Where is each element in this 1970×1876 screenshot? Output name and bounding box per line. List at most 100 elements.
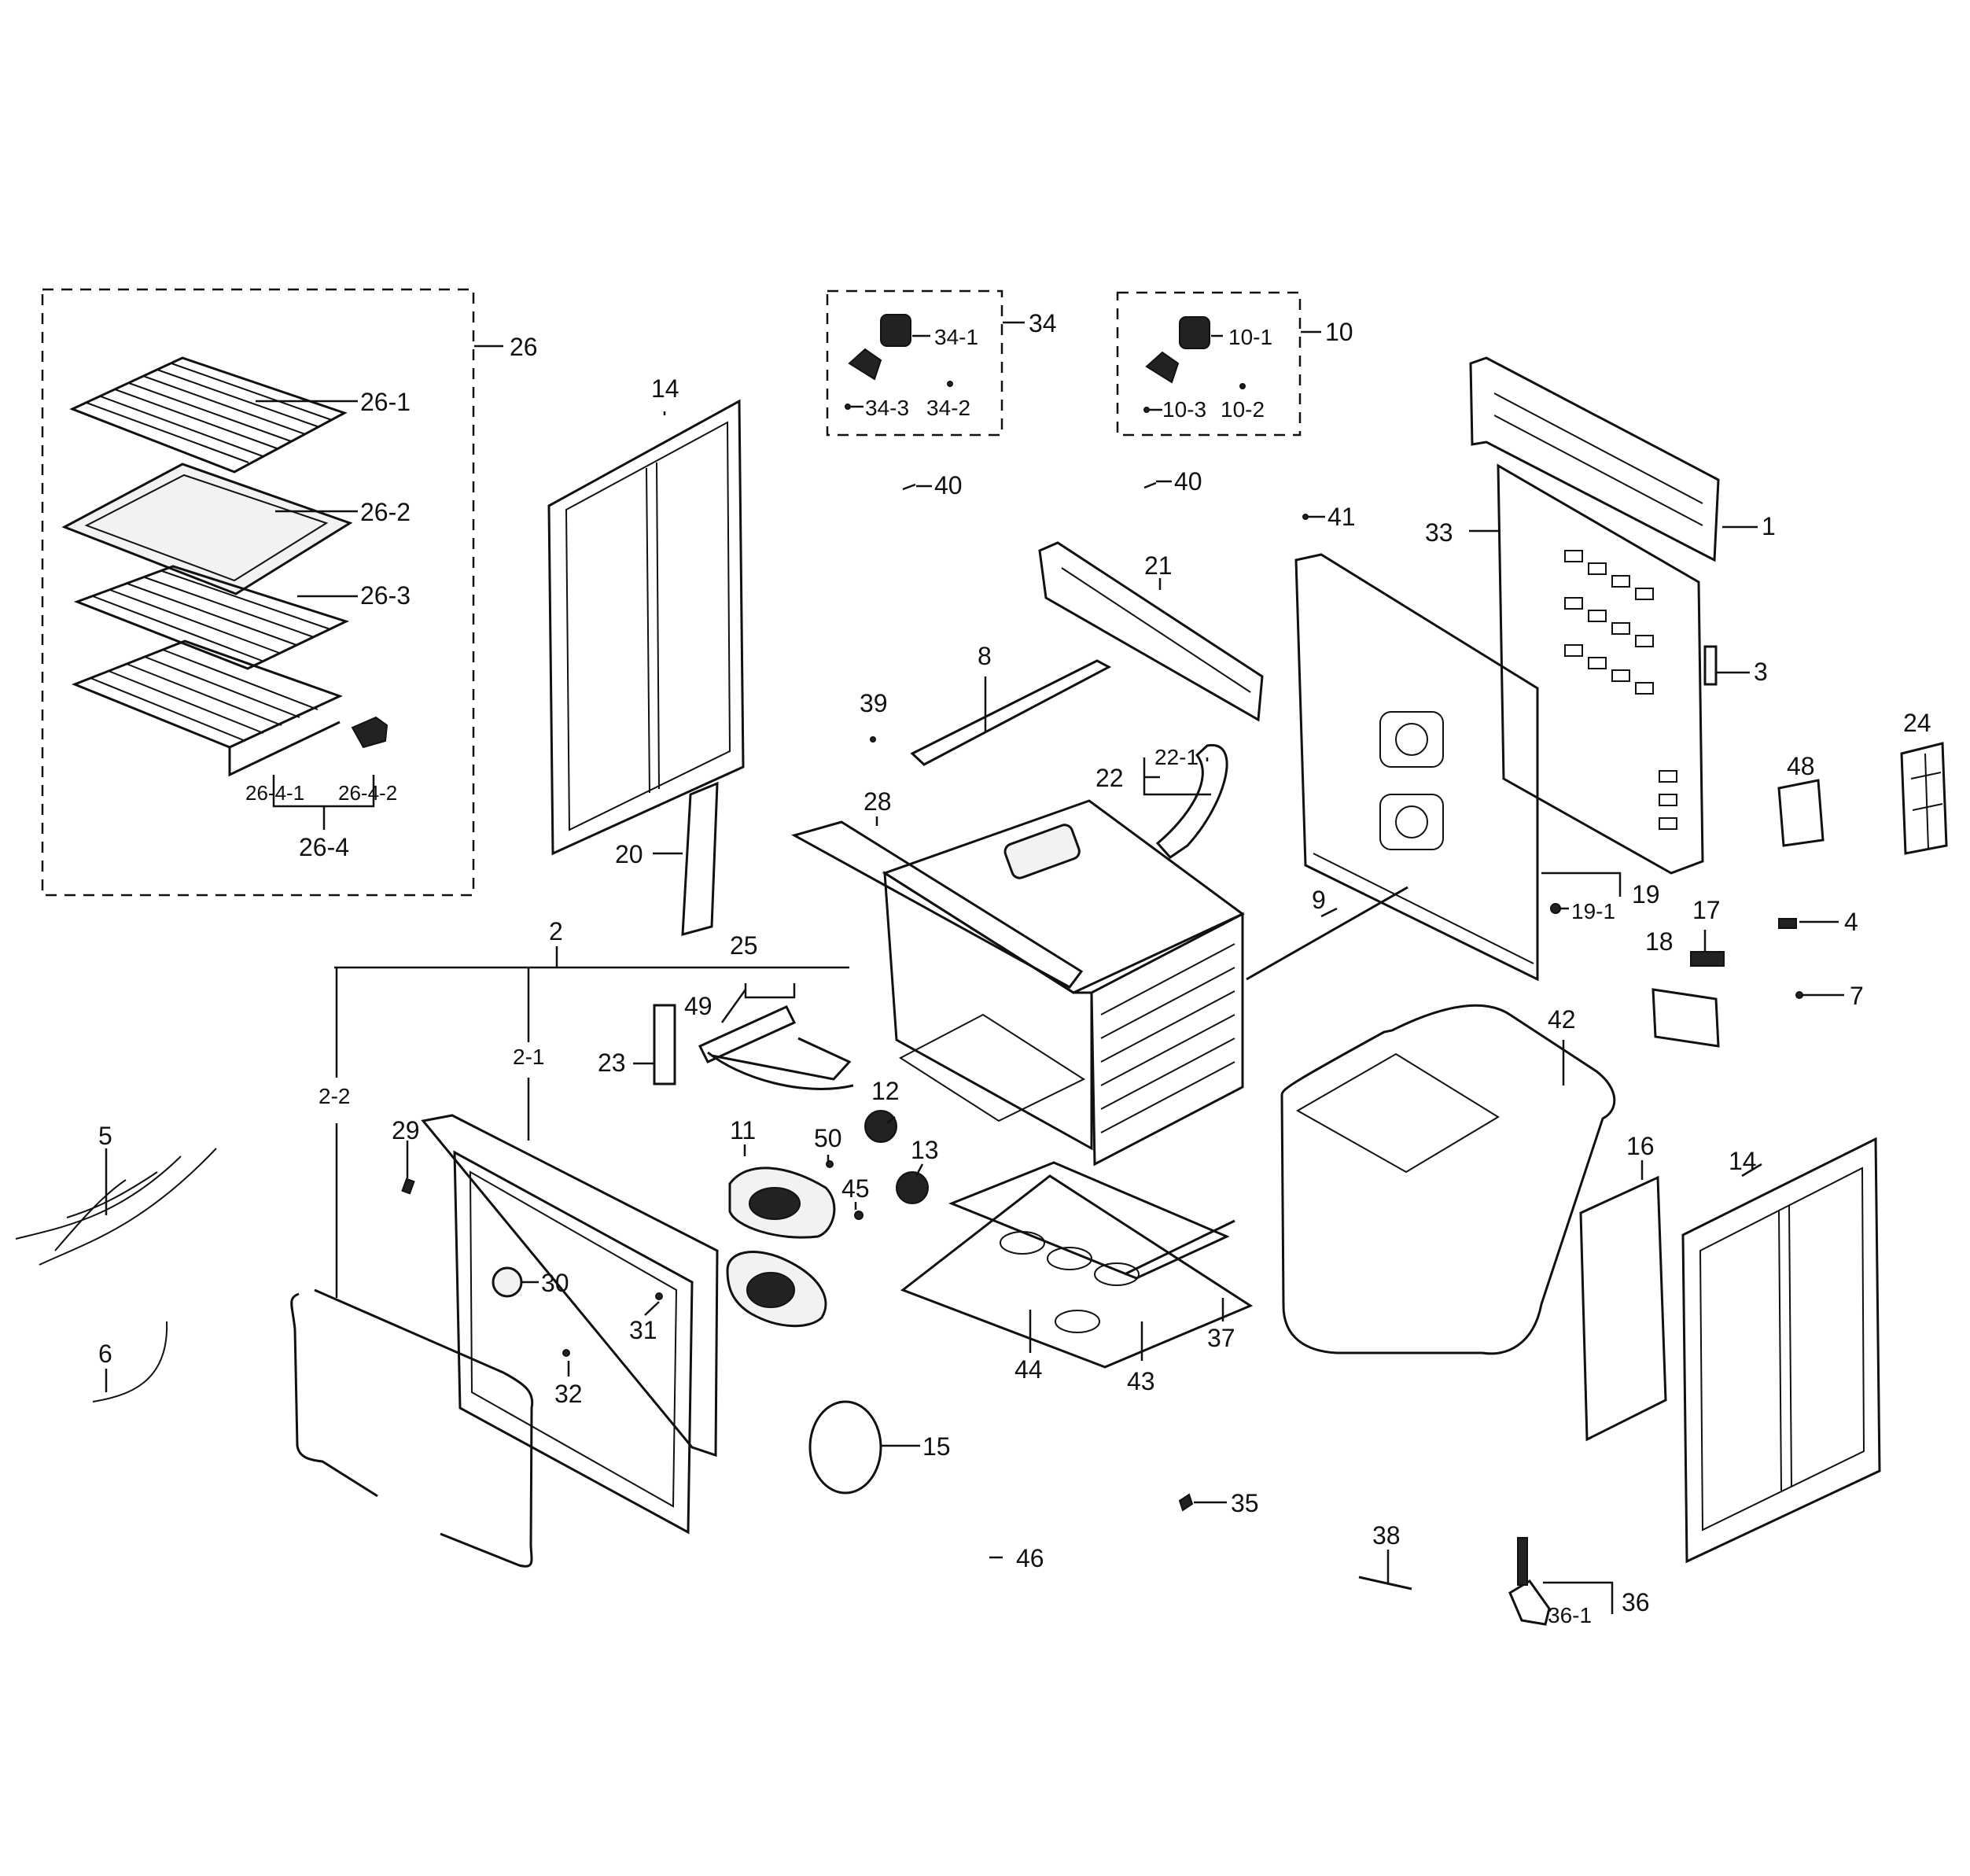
fan-blade-13 [896,1171,929,1204]
hinge-group-box-10 [1116,291,1302,437]
part-labels: 26 26-1 26-2 26-3 26-4-1 26-4-2 26-4 14 … [98,309,1931,1627]
rack-group-box [41,288,475,897]
label-22-1: 22-1 [1154,745,1199,769]
label-15: 15 [922,1432,951,1461]
screw-41 [1302,514,1309,520]
bracket-18 [1651,988,1720,1048]
label-18: 18 [1645,927,1674,956]
label-9: 9 [1312,886,1326,914]
broil-element-25 [698,1005,854,1090]
label-34-2: 34-2 [926,396,970,420]
label-35: 35 [1231,1489,1259,1517]
label-6: 6 [98,1340,112,1368]
label-33: 33 [1425,518,1453,547]
side-panel-14-right [1681,1137,1881,1564]
rod-9 [1246,886,1408,981]
top-trim-28 [791,820,1084,989]
screw-32 [562,1349,570,1357]
label-29: 29 [392,1116,420,1144]
screw-39 [870,736,876,743]
label-2-1: 2-1 [513,1045,544,1069]
handle-knob-30 [492,1266,523,1298]
label-26-4-2: 26-4-2 [338,781,397,805]
screw-19-1 [1550,903,1561,914]
label-32: 32 [554,1380,583,1408]
label-50: 50 [814,1124,842,1152]
fan-cover-11-lower [726,1251,827,1328]
clip-4 [1778,918,1797,929]
screw-40-a [902,483,916,491]
label-12: 12 [871,1077,900,1105]
top-rear-trim-1 [1469,356,1720,562]
label-39: 39 [860,689,888,717]
wire-harness-5 [15,1148,217,1266]
label-14-left: 14 [651,374,679,403]
label-7: 7 [1850,982,1864,1010]
label-26-3: 26-3 [360,581,411,610]
label-26-2: 26-2 [360,498,411,526]
label-28: 28 [863,787,892,816]
fan-blade-12 [864,1110,897,1143]
label-49: 49 [684,992,713,1020]
oven-rack-26-3 [73,565,350,670]
insulation-42 [1280,1004,1616,1355]
label-38: 38 [1372,1521,1401,1550]
switch-17 [1690,951,1725,967]
cover-plate-48 [1777,779,1825,847]
rear-panel-33 [1497,463,1704,875]
rack-clip-26-4-2 [351,716,388,749]
filter-24 [1900,742,1948,855]
bracket-20 [681,781,719,936]
label-13: 13 [911,1136,939,1164]
panel-16 [1579,1175,1667,1442]
label-3: 3 [1754,658,1768,686]
label-17: 17 [1692,896,1721,924]
label-8: 8 [978,642,992,670]
oven-door-2-1 [421,1114,719,1535]
label-20: 20 [615,840,643,868]
support-strip-8 [910,659,1112,766]
oven-rack-26-1 [69,356,348,474]
hinge-23 [653,1004,676,1085]
label-34-1: 34-1 [934,325,978,349]
label-26-4: 26-4 [299,833,349,861]
label-10-1: 10-1 [1228,325,1272,349]
label-34-3: 34-3 [865,396,909,420]
duct-22 [1155,744,1228,859]
oven-rack-26-4-1 [71,639,343,777]
label-26: 26 [510,333,538,361]
label-46: 46 [1016,1544,1044,1572]
bake-element-43 [948,1161,1230,1280]
label-10-3: 10-3 [1162,397,1206,422]
label-22: 22 [1095,764,1124,792]
label-1: 1 [1762,512,1776,540]
label-19: 19 [1632,880,1660,909]
label-36-1: 36-1 [1548,1603,1592,1627]
screw-29 [401,1178,415,1195]
label-34: 34 [1029,309,1057,337]
bracket-36 [1508,1537,1551,1626]
fan-cover-11-upper [728,1167,836,1239]
top-bracket-21 [1038,541,1264,722]
label-36: 36 [1622,1588,1650,1616]
label-48: 48 [1787,752,1815,780]
leader-lines [105,321,1844,1614]
door-gasket-2-2 [290,1288,534,1568]
wire-6 [92,1321,168,1402]
label-19-1: 19-1 [1571,899,1615,923]
hinge-group-box-34 [826,289,1003,437]
rod-37 [1124,1219,1235,1276]
oven-rack-26-2 [61,463,353,595]
label-31: 31 [629,1316,657,1344]
label-41: 41 [1327,503,1356,531]
label-43: 43 [1127,1367,1155,1395]
hinge-10-parts [1143,316,1246,413]
label-30: 30 [541,1269,569,1297]
side-panel-14-left [547,399,745,856]
label-45: 45 [841,1174,870,1203]
label-42: 42 [1548,1005,1576,1034]
label-2: 2 [549,917,563,945]
label-2-2: 2-2 [319,1084,350,1108]
screw-45 [854,1211,863,1220]
